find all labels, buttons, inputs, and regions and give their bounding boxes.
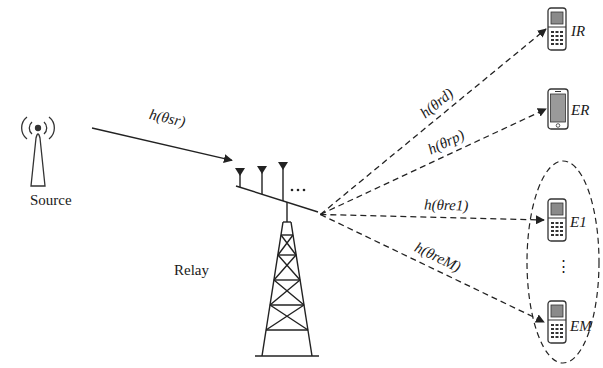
channel-label: h(θsr) (146, 106, 189, 131)
phone-icon (548, 8, 566, 50)
source-node: Source (12, 100, 92, 212)
channel-label: h(θrp) (424, 126, 469, 159)
phone-icon (548, 199, 566, 241)
receiver-node: ER (546, 86, 596, 132)
node-label: ER (571, 102, 589, 119)
dashed-channel (320, 214, 544, 322)
node-label: IR (571, 23, 585, 40)
node-label: Relay (174, 262, 209, 279)
channel-label: h(θreM) (410, 238, 465, 276)
receiver-node: EM (544, 298, 598, 346)
receiver-group: ⋮ E1EM (526, 160, 600, 364)
channel-label: h(θrd) (415, 83, 458, 122)
relay-node: Relay (232, 150, 327, 358)
source-antenna (22, 117, 55, 186)
channel-label: h(θre1) (422, 196, 471, 214)
channel-arrow (92, 128, 232, 160)
phone-icon (548, 89, 568, 129)
dashed-channel (320, 29, 546, 214)
receiver-node: IR (546, 5, 596, 53)
node-label: E1 (570, 214, 587, 231)
dashed-channel (320, 214, 544, 220)
node-label: Source (30, 192, 72, 209)
relay-tower (236, 162, 319, 356)
dashed-channel (320, 109, 546, 214)
node-label: EM (570, 318, 592, 335)
phone-icon (548, 301, 566, 343)
ellipsis-text: ⋮ (556, 258, 571, 275)
receiver-node: E1 (544, 196, 598, 244)
